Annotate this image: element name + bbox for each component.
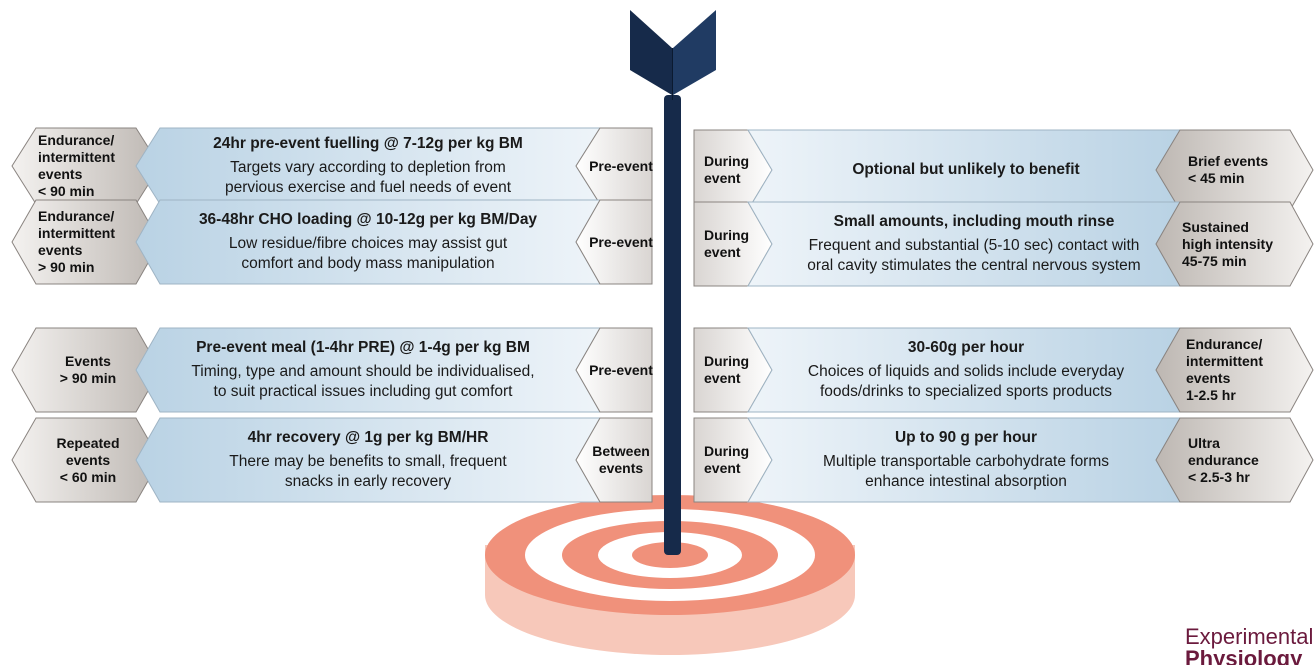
- journal-logo-line2: Physiology: [1185, 646, 1303, 665]
- right-row-2-title: Small amounts, including mouth rinse: [833, 213, 1115, 230]
- right-row-2-text: Small amounts, including mouth rinse Fre…: [764, 202, 1184, 286]
- arrow-fletching-left: [630, 10, 672, 95]
- left-row-4-title: 4hr recovery @ 1g per kg BM/HR: [247, 429, 489, 446]
- left-row-2-text: 36-48hr CHO loading @ 10-12g per kg BM/D…: [150, 200, 586, 284]
- right-row-2-desc: Frequent and substantial (5-10 sec) cont…: [807, 237, 1141, 274]
- right-row-4-category: Ultra endurance < 2.5-3 hr: [1188, 434, 1259, 485]
- right-row-1-title: Optional but unlikely to benefit: [852, 161, 1080, 178]
- left-row-4-category-hex: [11, 417, 161, 503]
- left-row-2-desc: Low residue/fibre choices may assist gut…: [228, 235, 508, 272]
- left-row-4-desc: There may be benefits to small, frequent…: [229, 453, 507, 490]
- left-row-1-text: 24hr pre-event fuelling @ 7-12g per kg B…: [150, 128, 586, 204]
- arrow: [630, 10, 716, 555]
- left-row-1-title: 24hr pre-event fuelling @ 7-12g per kg B…: [213, 135, 523, 152]
- right-row-3-title: 30-60g per hour: [907, 339, 1025, 356]
- right-row-4-phase: During event: [704, 443, 750, 476]
- left-row-3-category-hex: [11, 327, 161, 413]
- right-rows: [693, 129, 1314, 503]
- right-row-2-phase: During event: [704, 227, 750, 260]
- right-row-3-category-hex: [1155, 327, 1314, 413]
- right-row-1-text: Optional but unlikely to benefit: [764, 130, 1168, 210]
- right-row-3-category: Endurance/ intermittent events 1-2.5 hr: [1186, 336, 1263, 403]
- left-row-1-desc: Targets vary according to depletion from…: [224, 159, 512, 196]
- left-row-3-phase: Pre-event: [589, 361, 653, 378]
- left-row-4-category: Repeated events < 60 min: [56, 434, 120, 485]
- arrow-shaft: [664, 95, 681, 555]
- left-row-2-phase-hex: [575, 199, 653, 285]
- left-row-1-phase: Pre-event: [589, 157, 653, 174]
- arrow-fletching-right: [673, 10, 716, 95]
- right-row-4-category-hex: [1155, 417, 1314, 503]
- left-row-2-category: Endurance/ intermittent events > 90 min: [38, 208, 115, 275]
- right-row-3-text: 30-60g per hour Choices of liquids and s…: [764, 328, 1168, 412]
- left-row-2-category-hex: [11, 199, 161, 285]
- left-rows: [11, 127, 653, 503]
- right-row-1-category: Brief events < 45 min: [1188, 153, 1269, 186]
- right-row-3-phase: During event: [704, 353, 750, 386]
- journal-logo-line1: Experimental: [1185, 626, 1314, 649]
- right-row-3-desc: Choices of liquids and solids include ev…: [807, 363, 1125, 400]
- left-row-3-category: Events > 90 min: [59, 353, 117, 386]
- journal-logo: Experimental Physiology: [1185, 626, 1315, 665]
- right-row-4-desc: Multiple transportable carbohydrate form…: [822, 453, 1110, 490]
- left-row-3-phase-hex: [575, 327, 653, 413]
- left-row-2-phase: Pre-event: [589, 233, 653, 250]
- left-row-4-phase: Between events: [592, 443, 650, 476]
- left-row-1-category: Endurance/ intermittent events < 90 min: [38, 132, 115, 199]
- right-row-2-category: Sustained high intensity 45-75 min: [1182, 218, 1273, 269]
- right-row-1-phase: During event: [704, 153, 750, 186]
- left-row-3-title: Pre-event meal (1-4hr PRE) @ 1-4g per kg…: [196, 339, 530, 356]
- right-row-4-text: Up to 90 g per hour Multiple transportab…: [764, 418, 1168, 502]
- left-row-2-title: 36-48hr CHO loading @ 10-12g per kg BM/D…: [198, 211, 538, 228]
- left-row-4-text: 4hr recovery @ 1g per kg BM/HR There may…: [150, 418, 586, 502]
- left-row-3-text: Pre-event meal (1-4hr PRE) @ 1-4g per kg…: [140, 328, 586, 412]
- left-row-4-phase-hex: [575, 417, 653, 503]
- left-row-3-desc: Timing, type and amount should be indivi…: [191, 363, 535, 400]
- right-row-4-title: Up to 90 g per hour: [894, 429, 1038, 446]
- right-row-2-category-hex: [1155, 201, 1314, 287]
